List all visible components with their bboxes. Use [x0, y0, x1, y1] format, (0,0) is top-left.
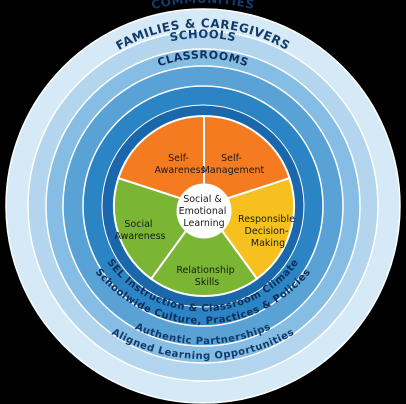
self-management-label: Self- Management — [202, 153, 265, 176]
social-awareness-label: Social Awareness — [114, 219, 165, 242]
responsible-decision-making-label: Responsible Decision- Making — [238, 214, 298, 249]
center-circle — [176, 183, 232, 239]
self-awareness-label: Self- Awareness — [154, 153, 205, 176]
center-label: Social & Emotional Learning — [179, 194, 230, 229]
self-management-segment — [203, 114, 291, 208]
self-awareness-segment — [117, 114, 205, 208]
relationship-skills-label: Relationship Skills — [176, 265, 237, 288]
relationship-skills-segment — [149, 204, 259, 297]
